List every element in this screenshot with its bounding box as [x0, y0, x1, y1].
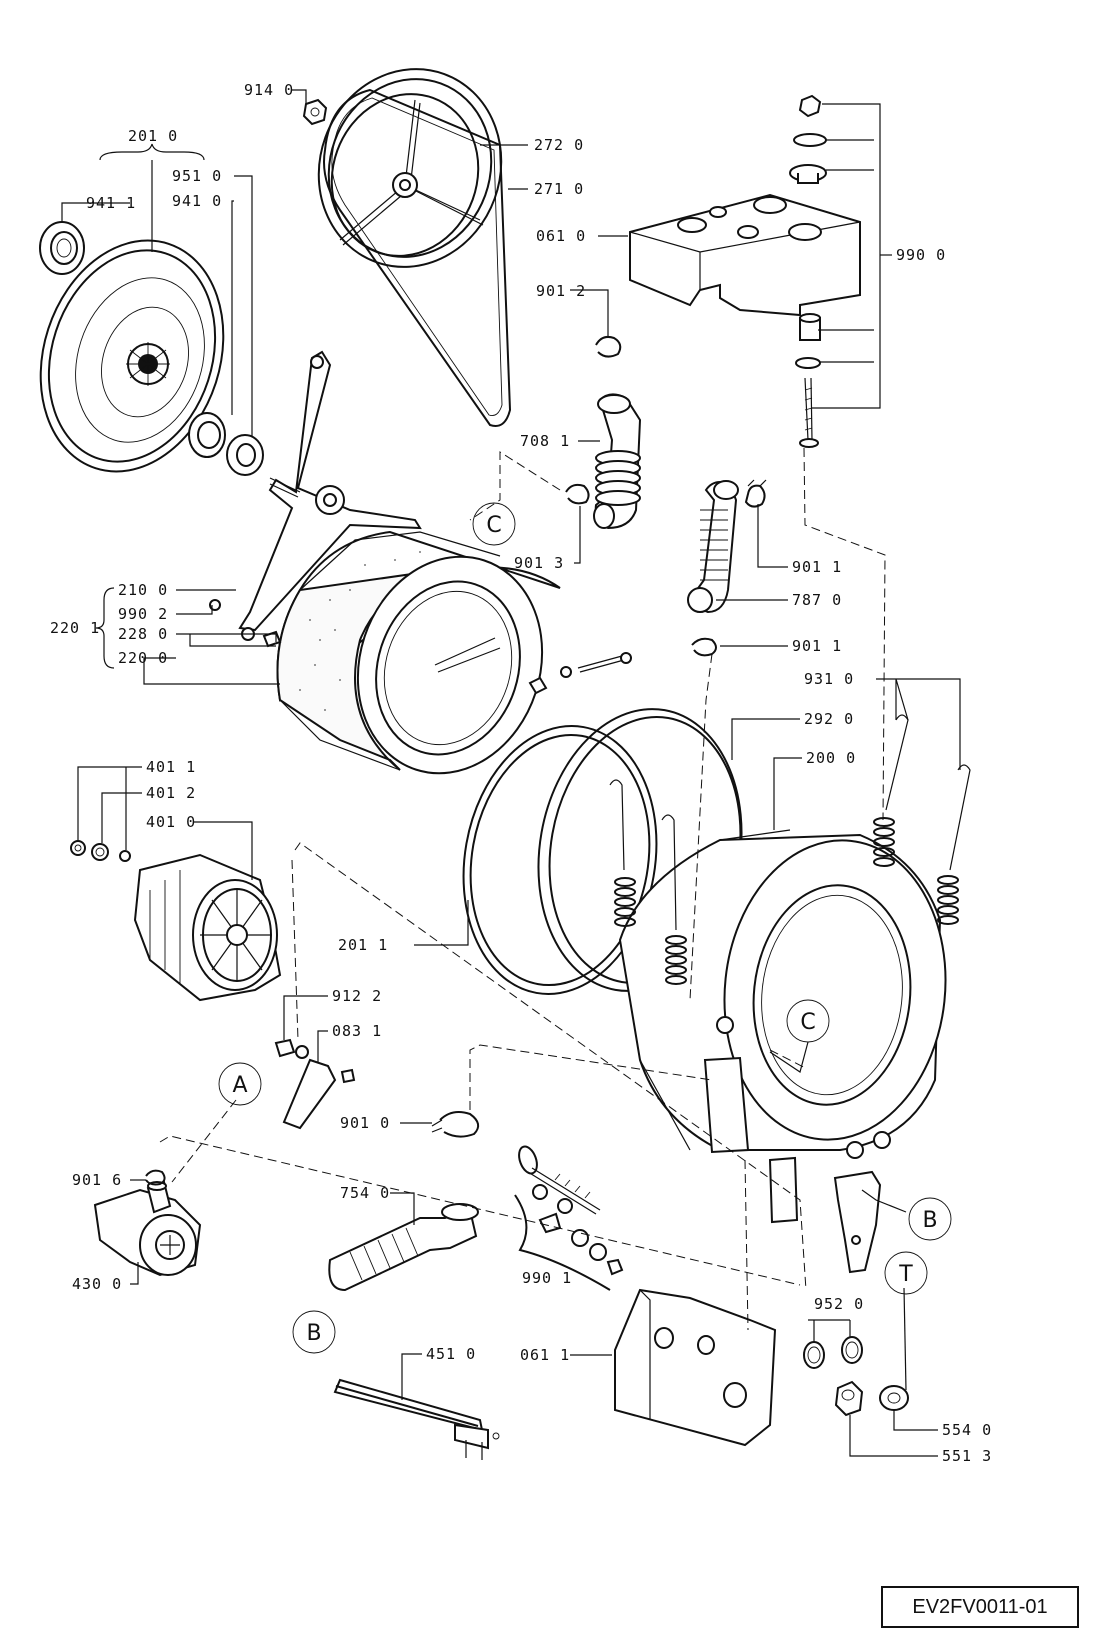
upper-counterweight	[629, 94, 861, 448]
label-083-1: 083 1	[332, 1022, 382, 1040]
drive-pulley-assembly	[39, 221, 264, 476]
label-708-1: 708 1	[520, 432, 570, 450]
label-901-2: 901 2	[536, 282, 586, 300]
drum-assembly	[209, 350, 632, 775]
tub-assembly	[462, 708, 971, 1274]
dashed-connectors	[159, 447, 886, 1331]
label-941-1: 941 1	[86, 194, 136, 212]
label-061-1: 061 1	[520, 1346, 570, 1364]
heater-element	[333, 1378, 500, 1460]
label-901-1-b: 901 1	[792, 637, 842, 655]
label-551-3: 551 3	[942, 1447, 992, 1465]
label-271-0: 271 0	[534, 180, 584, 198]
label-228-0: 228 0	[118, 625, 168, 643]
label-901-1-a: 901 1	[792, 558, 842, 576]
callout-b-tub-label: B	[922, 1208, 937, 1233]
label-951-0: 951 0	[172, 167, 222, 185]
clamp-901-0	[439, 1111, 480, 1138]
label-451-0: 451 0	[426, 1345, 476, 1363]
label-210-0: 210 0	[118, 581, 168, 599]
label-990-1: 990 1	[522, 1269, 572, 1287]
label-401-1: 401 1	[146, 758, 196, 776]
callout-a: A	[218, 1062, 262, 1106]
hose-787-0	[687, 479, 767, 657]
label-401-0: 401 0	[146, 813, 196, 831]
label-990-2: 990 2	[118, 605, 168, 623]
label-754-0: 754 0	[340, 1184, 390, 1202]
label-430-0: 430 0	[72, 1275, 122, 1293]
pulley-belt-assembly	[302, 68, 512, 427]
label-912-2: 912 2	[332, 987, 382, 1005]
callout-b-heater-label: B	[306, 1321, 321, 1346]
callout-t-label: T	[898, 1262, 913, 1287]
bottom-right-small-parts	[803, 1287, 909, 1417]
lower-counterweight	[614, 1288, 777, 1447]
drawing-code: EV2FV0011-01	[881, 1586, 1079, 1628]
motor-assembly	[70, 840, 282, 1002]
label-201-1: 201 1	[338, 936, 388, 954]
label-272-0: 272 0	[534, 136, 584, 154]
leader-lines	[61, 89, 961, 1457]
label-401-2: 401 2	[146, 784, 196, 802]
clamp-901-2	[595, 335, 622, 358]
label-292-0: 292 0	[804, 710, 854, 728]
callout-c-tub: C	[786, 999, 830, 1043]
label-901-3: 901 3	[514, 554, 564, 572]
label-952-0: 952 0	[814, 1295, 864, 1313]
label-914-0: 914 0	[244, 81, 294, 99]
label-061-0: 061 0	[536, 227, 586, 245]
callout-b-heater: B	[292, 1310, 336, 1354]
hose-708-1	[565, 393, 642, 530]
callout-c-upper-label: C	[486, 513, 501, 538]
part-labels: 914 0 272 0 271 0 201 0 951 0 941 1 941 …	[50, 81, 992, 1465]
label-787-0: 787 0	[792, 591, 842, 609]
label-554-0: 554 0	[942, 1421, 992, 1439]
drain-pump	[93, 1169, 202, 1277]
label-201-0: 201 0	[128, 127, 178, 145]
label-220-1: 220 1	[50, 619, 100, 637]
callout-b-tub: B	[908, 1197, 952, 1241]
callout-t: T	[884, 1251, 928, 1295]
label-200-0: 200 0	[806, 749, 856, 767]
label-931-0: 931 0	[804, 670, 854, 688]
callout-a-label: A	[232, 1073, 247, 1098]
callout-c-tub-label: C	[800, 1010, 815, 1035]
label-220-0: 220 0	[118, 649, 168, 667]
label-941-0: 941 0	[172, 192, 222, 210]
label-901-6: 901 6	[72, 1171, 122, 1189]
label-990-0: 990 0	[896, 246, 946, 264]
hose-754-0	[328, 1203, 479, 1292]
callout-c-upper: C	[472, 502, 516, 546]
label-901-0: 901 0	[340, 1114, 390, 1132]
bracket-083-1	[274, 1038, 356, 1130]
